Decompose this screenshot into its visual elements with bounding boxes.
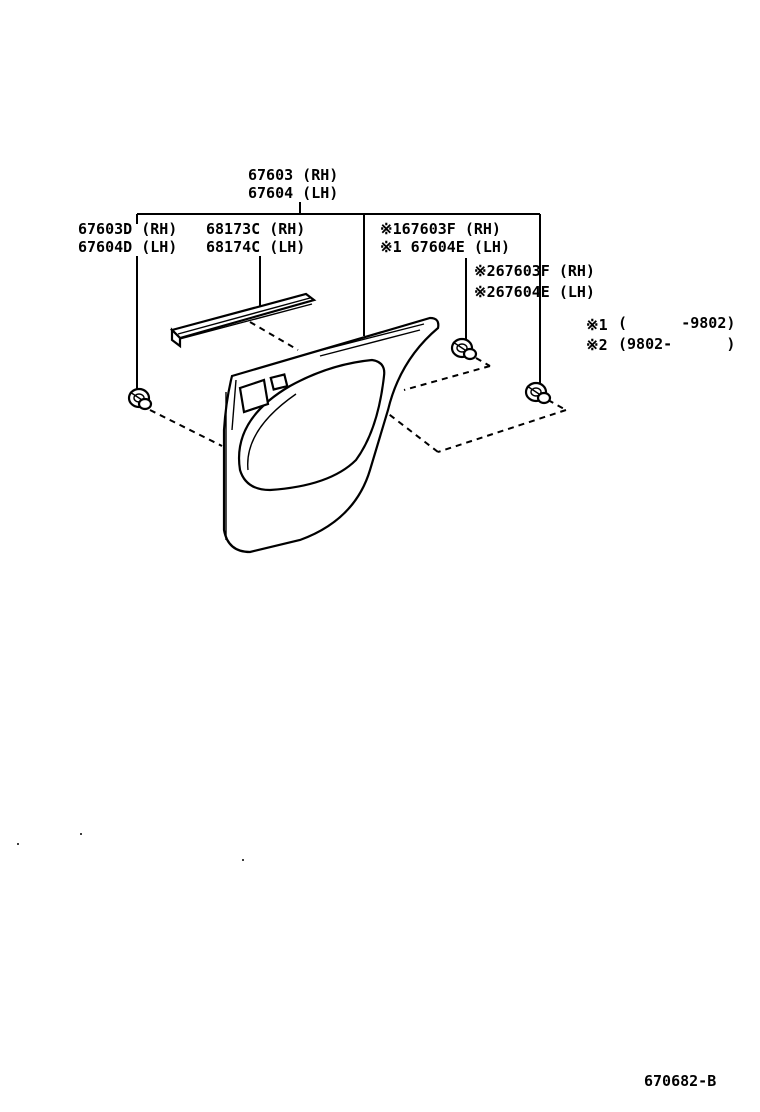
callout-clip-left-lh: 67604D (LH) (78, 238, 177, 256)
legend-note2-range: (9802- ) (618, 335, 735, 353)
legend-note1-range: ( -9802) (618, 314, 735, 332)
leader-lines (136, 202, 541, 392)
callout-variant1-lh: ※1 67604E (LH) (380, 238, 510, 256)
legend-note1-mark: ※1 (586, 316, 608, 334)
callout-weatherstrip-lh: 68174C (LH) (206, 238, 305, 256)
callout-variant2-rh: ※267603F (RH) (474, 262, 595, 280)
legend: ※1 ( -9802) ※2 (9802- ) (586, 314, 735, 354)
scan-specks (17, 833, 244, 861)
callout-clip-left-rh: 67603D (RH) (78, 220, 177, 238)
clip-center (450, 337, 478, 361)
callout-board-lh: 67604 (LH) (248, 184, 338, 202)
callout-variant2-lh: ※267604E (LH) (474, 283, 595, 301)
clip-right (524, 381, 552, 405)
door-trim-board (222, 316, 440, 554)
legend-note2-mark: ※2 (586, 336, 608, 354)
callout-weatherstrip-rh: 68173C (RH) (206, 220, 305, 238)
weatherstrip-part (169, 292, 317, 349)
clip-left (127, 387, 153, 411)
callout-variant1-rh: ※167603F (RH) (380, 220, 501, 238)
callout-board-rh: 67603 (RH) (248, 166, 338, 184)
figure-code: 670682-B (644, 1072, 716, 1090)
